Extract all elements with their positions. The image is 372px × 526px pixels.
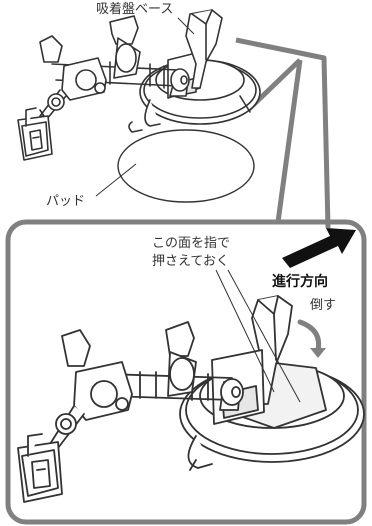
top-mount-assembly [17, 9, 261, 161]
pad-leader-line [95, 163, 137, 197]
press-leader-lines [215, 269, 301, 403]
travel-direction-label: 進行方向 [272, 274, 328, 290]
detail-mount-assembly [17, 295, 365, 503]
pad-label: パッド [46, 194, 86, 209]
tilt-arrow-icon [297, 319, 326, 358]
travel-direction-arrow-icon [282, 228, 356, 268]
suction-base-label: 吸着盤ベース [96, 2, 174, 17]
tilt-label: 倒す [310, 298, 337, 313]
press-instruction-line2: 押さえておく [152, 254, 229, 269]
press-instruction-line1: この面を指で [152, 236, 231, 251]
suction-base-leader-line [177, 17, 195, 35]
pad-disc [117, 129, 255, 203]
